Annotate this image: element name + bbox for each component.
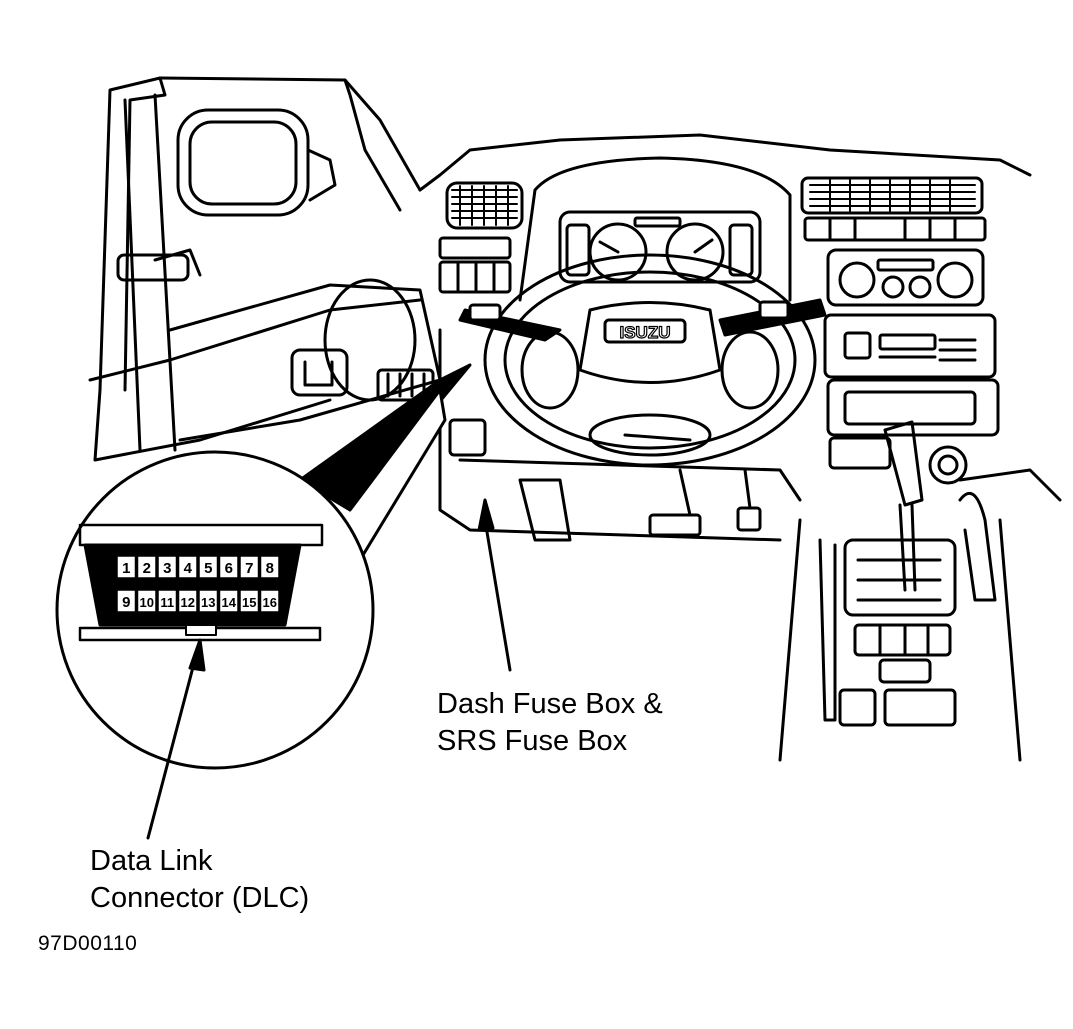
steering-wheel-badge: ISUZU [620, 323, 671, 342]
dlc-pin-number: 10 [140, 595, 154, 610]
dlc-pin-cell [116, 555, 137, 579]
fuse-box-arrowhead [477, 498, 495, 532]
steering-wheel: ISUZU [483, 253, 817, 467]
gear-shift-console [778, 420, 1062, 762]
dlc-leader [146, 650, 199, 840]
dlc-pin-cell [116, 589, 137, 613]
dlc-pin-number: 8 [266, 560, 274, 577]
dlc-pin-cell [136, 589, 157, 613]
dlc-pin-cell [198, 589, 219, 613]
dlc-pin-number: 11 [160, 595, 174, 610]
dlc-pin-number: 16 [263, 595, 277, 610]
fuse-box-label-line2: SRS Fuse Box [437, 725, 628, 757]
fuse-box-label: Dash Fuse Box & SRS Fuse Box [437, 686, 663, 760]
dlc-pin-cell [157, 589, 178, 613]
dlc-pin-cell [177, 555, 198, 579]
dlc-pin-cell [157, 555, 178, 579]
dlc-label-line1: Data Link [90, 845, 213, 877]
fuse-box-label-line1: Dash Fuse Box & [437, 688, 663, 720]
dlc-pin-cell [259, 555, 280, 579]
dlc-zoom-wedge [298, 363, 472, 562]
radio [823, 313, 997, 379]
dlc-pin-cell [218, 589, 239, 613]
column-stalks [458, 298, 827, 342]
dlc-pin-number: 6 [225, 560, 233, 577]
door-frame [88, 76, 1032, 462]
fuse-box-leader [483, 518, 512, 672]
center-stack [803, 216, 987, 307]
dlc-pin-number: 3 [163, 560, 171, 577]
dlc-pin-cell [136, 555, 157, 579]
dlc-pin-number: 1 [122, 560, 130, 577]
figure-id: 97D00110 [38, 932, 138, 955]
dlc-pin-cell [259, 589, 280, 613]
left-air-vent [445, 181, 524, 230]
dlc-pin-number: 14 [222, 595, 237, 610]
seat-belt [116, 93, 202, 452]
dlc-pin-number: 12 [181, 595, 195, 610]
dlc-pin-cell [177, 589, 198, 613]
dlc-pin-number: 2 [143, 560, 151, 577]
dlc-pin-number: 13 [201, 595, 215, 610]
right-air-vent [800, 176, 984, 215]
left-switch-panel [438, 236, 512, 294]
dlc-pin-cell [239, 555, 260, 579]
dlc-pin-number: 5 [204, 560, 212, 577]
dlc-label: Data Link Connector (DLC) [90, 843, 309, 917]
side-mirror [176, 108, 337, 217]
dlc-pin-cell [198, 555, 219, 579]
leader-lines [146, 498, 512, 840]
dlc-pin-number: 9 [122, 594, 130, 611]
dlc-pin-cell [239, 589, 260, 613]
dlc-label-line2: Connector (DLC) [90, 882, 310, 914]
dlc-pin-number: 4 [184, 560, 193, 577]
dlc-pin-number: 15 [242, 595, 256, 610]
dlc-pin-number: 7 [245, 560, 253, 577]
pedals-and-footwell [438, 328, 802, 542]
dlc-arrowhead [188, 638, 206, 672]
door-panel [168, 278, 442, 442]
instrument-cluster [518, 156, 792, 302]
dlc-pin-cell [218, 555, 239, 579]
